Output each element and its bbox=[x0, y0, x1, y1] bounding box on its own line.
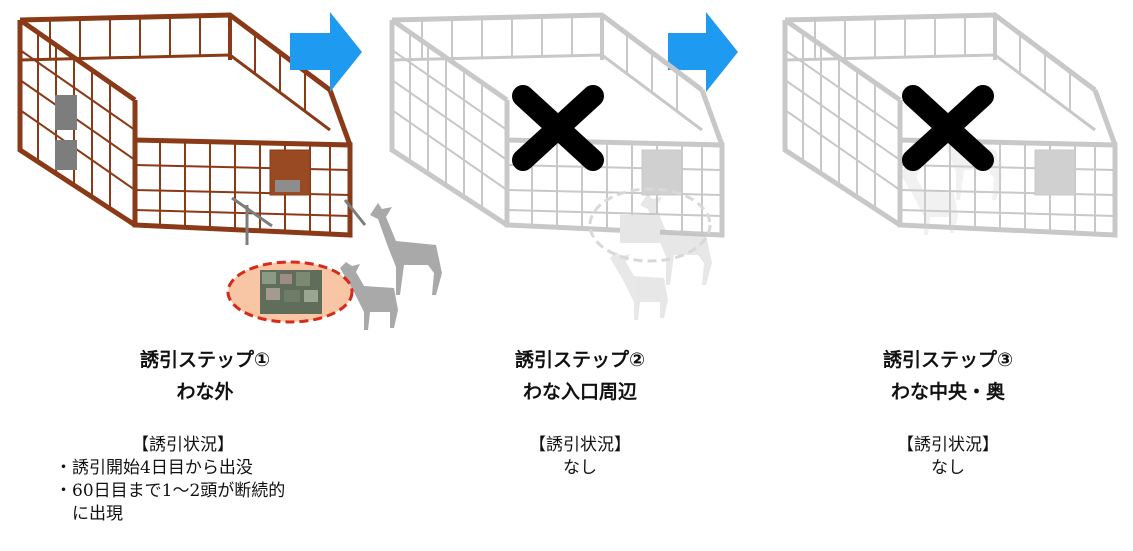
right-arrow-icon bbox=[668, 12, 738, 92]
bait-icon bbox=[226, 260, 354, 324]
right-arrow-icon bbox=[290, 12, 362, 92]
step-3-status: 【誘引状況】 なし bbox=[878, 434, 1018, 480]
step-3-status-line: なし bbox=[931, 458, 965, 478]
step-1-status-heading: 【誘引状況】 bbox=[132, 435, 234, 455]
deer-icon bbox=[340, 203, 442, 330]
step-2-subtitle: わな入口周辺 bbox=[522, 381, 637, 403]
step-1-subtitle: わな外 bbox=[176, 381, 234, 403]
step-2-status-line: なし bbox=[563, 458, 597, 478]
step-3-subtitle: わな中央・奥 bbox=[890, 381, 1005, 403]
step-1-title: 誘引ステップ① bbox=[139, 349, 271, 371]
cross-icon bbox=[512, 85, 604, 171]
step-3-status-heading: 【誘引状況】 bbox=[897, 435, 999, 455]
trap-diagram bbox=[0, 12, 1133, 330]
cross-icon bbox=[902, 85, 994, 171]
step-1-caption: 誘引ステップ① わな外 bbox=[95, 344, 315, 408]
step-1-status-line: ・60日目まで1～2頭が断続的 bbox=[55, 481, 286, 501]
step-3-title: 誘引ステップ③ bbox=[882, 349, 1014, 371]
step-1-status: 【誘引状況】 ・誘引開始4日目から出没 ・60日目まで1～2頭が断続的 に出現 bbox=[55, 434, 325, 526]
step-1-status-line: に出現 bbox=[72, 504, 123, 524]
step-2-status: 【誘引状況】 なし bbox=[510, 434, 650, 480]
step-2-status-heading: 【誘引状況】 bbox=[529, 435, 631, 455]
step-3-caption: 誘引ステップ③ わな中央・奥 bbox=[838, 344, 1058, 408]
step-1-status-line: ・誘引開始4日目から出没 bbox=[55, 458, 253, 478]
step-2-caption: 誘引ステップ② わな入口周辺 bbox=[470, 344, 690, 408]
step-2-title: 誘引ステップ② bbox=[514, 349, 646, 371]
